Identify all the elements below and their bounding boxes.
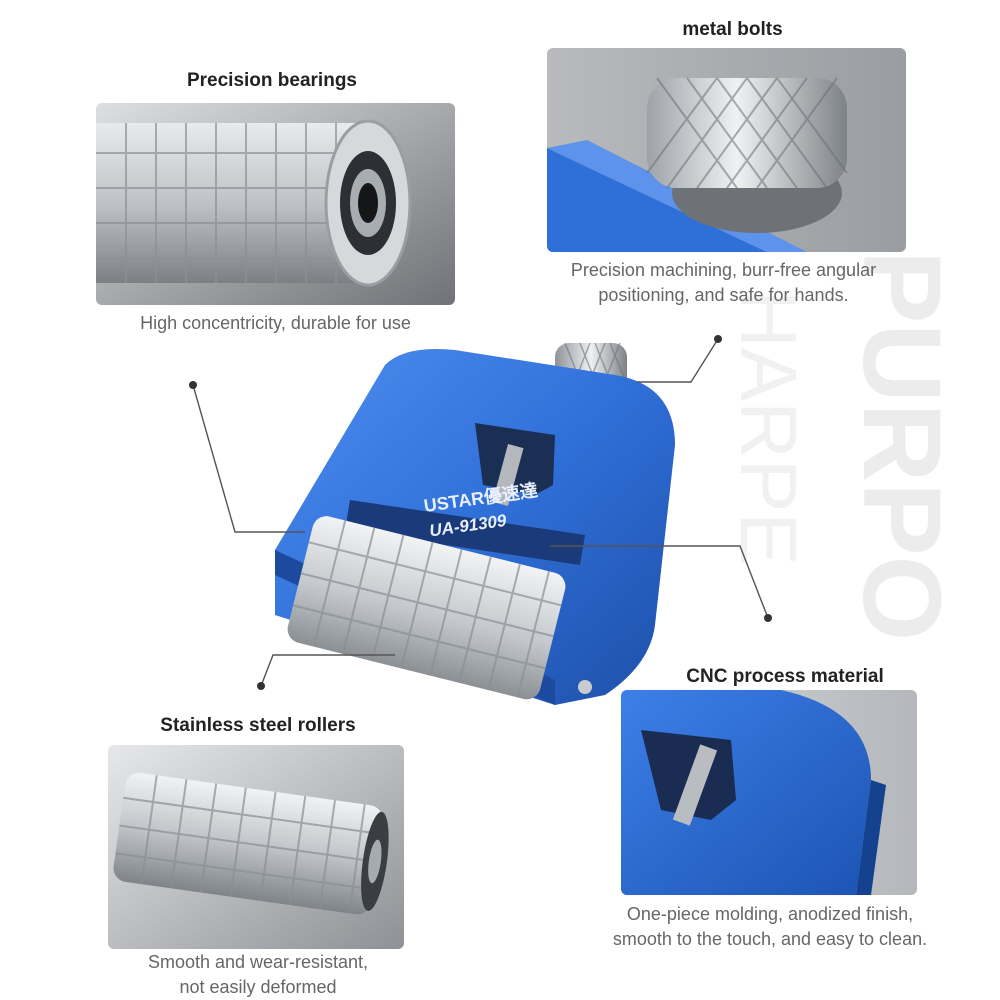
rollers-caption-line-1: Smooth and wear-resistant, <box>147 952 369 972</box>
bearings-caption: High concentricity, durable for use <box>96 311 455 336</box>
bearings-callout-line <box>192 384 305 533</box>
cnc-callout-line <box>550 545 769 619</box>
cnc-photo <box>621 690 917 895</box>
rollers-caption: Smooth and wear-resistant, not easily de… <box>108 950 408 1000</box>
product-photo: USTAR優速達 UA-91309 <box>255 335 695 720</box>
bearings-caption-line-1: High concentricity, durable for use <box>140 313 411 333</box>
bolts-title: metal bolts <box>682 19 783 40</box>
bearings-callout-dot <box>189 381 197 389</box>
bearings-title: Precision bearings <box>186 70 357 91</box>
rollers-title: Stainless steel rollers <box>160 715 356 736</box>
bolts-caption: Precision machining, burr-free angular p… <box>537 258 910 308</box>
bearings-photo <box>96 103 455 305</box>
cnc-title: CNC process material <box>686 666 884 687</box>
rollers-callout-dot <box>257 682 265 690</box>
rollers-callout-line <box>260 654 395 687</box>
bolts-caption-line-1: Precision machining, burr-free angular <box>570 260 877 280</box>
cnc-caption-line-1: One-piece molding, anodized finish, <box>626 904 914 924</box>
bolts-callout-line <box>637 338 719 383</box>
rollers-caption-line-2: not easily deformed <box>179 977 337 997</box>
bolts-caption-line-2: positioning, and safe for hands. <box>598 285 849 305</box>
cnc-caption: One-piece molding, anodized finish, smoo… <box>585 902 955 952</box>
rollers-photo <box>108 745 404 949</box>
cnc-caption-line-2: smooth to the touch, and easy to clean. <box>612 929 928 949</box>
bolts-photo <box>547 48 906 252</box>
cnc-callout-dot <box>764 614 772 622</box>
bolts-callout-dot <box>714 335 722 343</box>
